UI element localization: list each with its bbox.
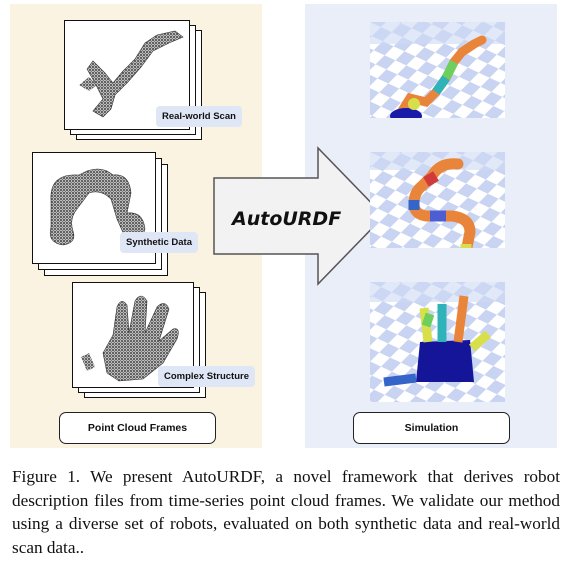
pointcloud-stack-realworld: Real-world Scan: [64, 20, 242, 142]
pointcloud-stack-complex: Complex Structure: [72, 282, 255, 400]
robot-arm-pointcloud: [79, 30, 184, 118]
pointcloud-image-complex: [72, 282, 194, 388]
figure-caption: Figure 1. We present AutoURDF, a novel f…: [12, 467, 560, 557]
simulation-image-hand: [370, 282, 505, 402]
pointcloud-image-synthetic: [32, 152, 156, 264]
tag-complex-structure: Complex Structure: [158, 366, 255, 387]
simulation-image-arm: [370, 22, 505, 118]
tag-real-world-scan: Real-world Scan: [156, 106, 242, 127]
right-arrow-icon: [213, 146, 386, 286]
label-simulation: Simulation: [353, 412, 510, 444]
simulation-image-snake: [370, 152, 505, 248]
label-point-cloud-frames: Point Cloud Frames: [59, 412, 216, 444]
robot-hand-pointcloud: [81, 295, 179, 382]
pointcloud-stack-synthetic: Synthetic Data: [32, 152, 198, 278]
tag-synthetic-data: Synthetic Data: [120, 232, 198, 253]
arrow-label: AutoURDF: [232, 208, 342, 230]
